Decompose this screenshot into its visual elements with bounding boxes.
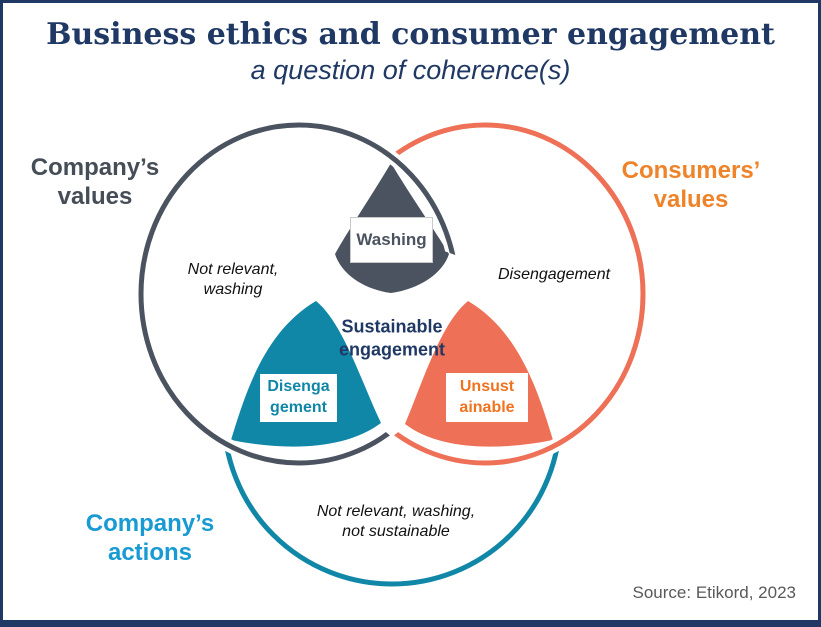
consumers-values-heading: Consumers’ values [621, 157, 761, 213]
consumers-values-circle [320, 118, 650, 470]
source-credit: Source: Etikord, 2023 [632, 583, 796, 602]
washing-region-label: Washing [350, 217, 433, 263]
company-actions-heading: Company’s actions [85, 510, 215, 566]
company-values-circle [134, 118, 464, 470]
company-values-heading: Company’s values [30, 154, 160, 210]
page-subtitle: a question of coherence(s) [250, 55, 571, 85]
page-title: Business ethics and consumer engagement [46, 17, 775, 52]
unsustainable-region-label: Unsust ainable [446, 373, 528, 422]
company-values-only-note: Not relevant, washing [187, 261, 279, 298]
disengagement-region-label: Disenga gement [260, 374, 337, 422]
company-actions-only-note: Not relevant, washing, not sustainable [316, 503, 476, 540]
consumers-values-only-note: Disengagement [497, 266, 611, 283]
sustainable-engagement-label: Sustainable engagement [338, 316, 446, 360]
